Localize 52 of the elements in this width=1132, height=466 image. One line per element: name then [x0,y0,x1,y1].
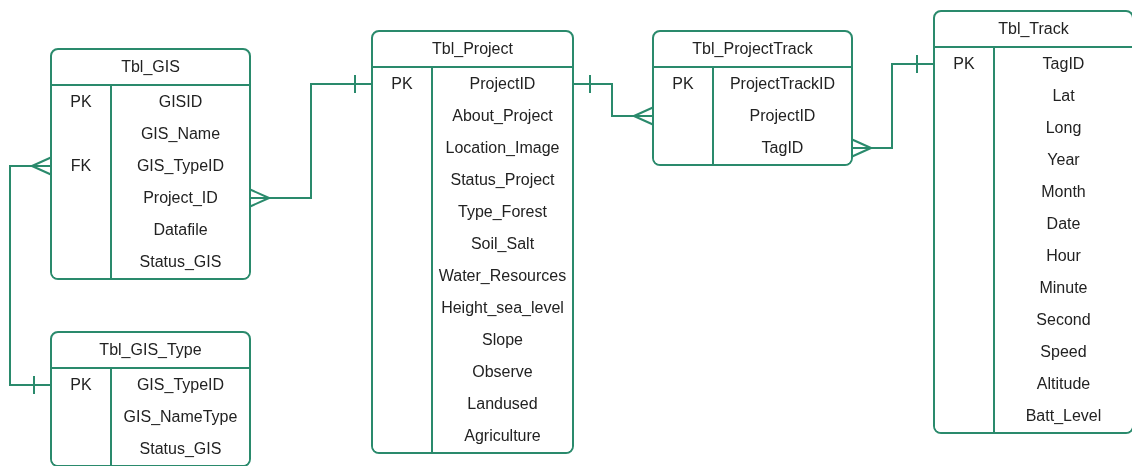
field-name: Status_Project [450,170,555,190]
field-name: Altitude [1036,374,1091,394]
field-name: ProjectTrackID [729,74,836,94]
key-label: PK [391,74,413,94]
table-row [654,132,851,164]
field-name: Long [1045,118,1082,138]
field-name: Slope [482,330,523,350]
field-name: Landused [467,394,538,414]
field-name: Project_ID [143,188,218,208]
field-name: Soil_Salt [470,234,535,254]
field-name: Observe [472,362,533,382]
field-name: GIS_TypeID [136,156,225,176]
key-label: PK [672,74,694,94]
key-label: PK [70,92,92,112]
field-name: Type_Forest [458,202,547,222]
field-name: TagID [761,138,804,158]
field-name: GIS_NameType [123,407,238,427]
field-name: GIS_Name [140,124,221,144]
table-row [52,246,249,278]
field-name: Second [1036,310,1091,330]
field-name: Hour [1046,246,1081,266]
field-name: Water_Resources [438,266,567,286]
field-name: Location_Image [445,138,560,158]
field-name: GISID [158,92,203,112]
field-name: Status_GIS [139,439,222,459]
field-name: About_Project [452,106,553,126]
field-name: Datafile [153,220,208,240]
table-row [52,433,249,465]
field-name: GIS_TypeID [136,375,225,395]
field-name: TagID [1042,54,1085,74]
table-row [935,400,1132,432]
key-label: FK [70,156,92,176]
field-name: ProjectID [749,106,816,126]
entity-table [652,30,853,166]
field-name: Agriculture [464,426,541,446]
field-name: Date [1046,214,1081,234]
field-name: Status_GIS [139,252,222,272]
field-name: Minute [1039,278,1088,298]
key-label: PK [70,375,92,395]
field-name: Height_sea_level [441,298,564,318]
field-name: ProjectID [469,74,536,94]
field-name: Speed [1040,342,1087,362]
entity-table [933,10,1132,434]
entity-table [371,30,574,454]
field-name: Batt_Level [1025,406,1102,426]
table-row [373,420,572,452]
field-name: Year [1047,150,1080,170]
field-name: Lat [1052,86,1075,106]
entity-table [50,331,251,466]
key-label: PK [953,54,975,74]
field-name: Month [1041,182,1086,202]
entity-table [50,48,251,280]
